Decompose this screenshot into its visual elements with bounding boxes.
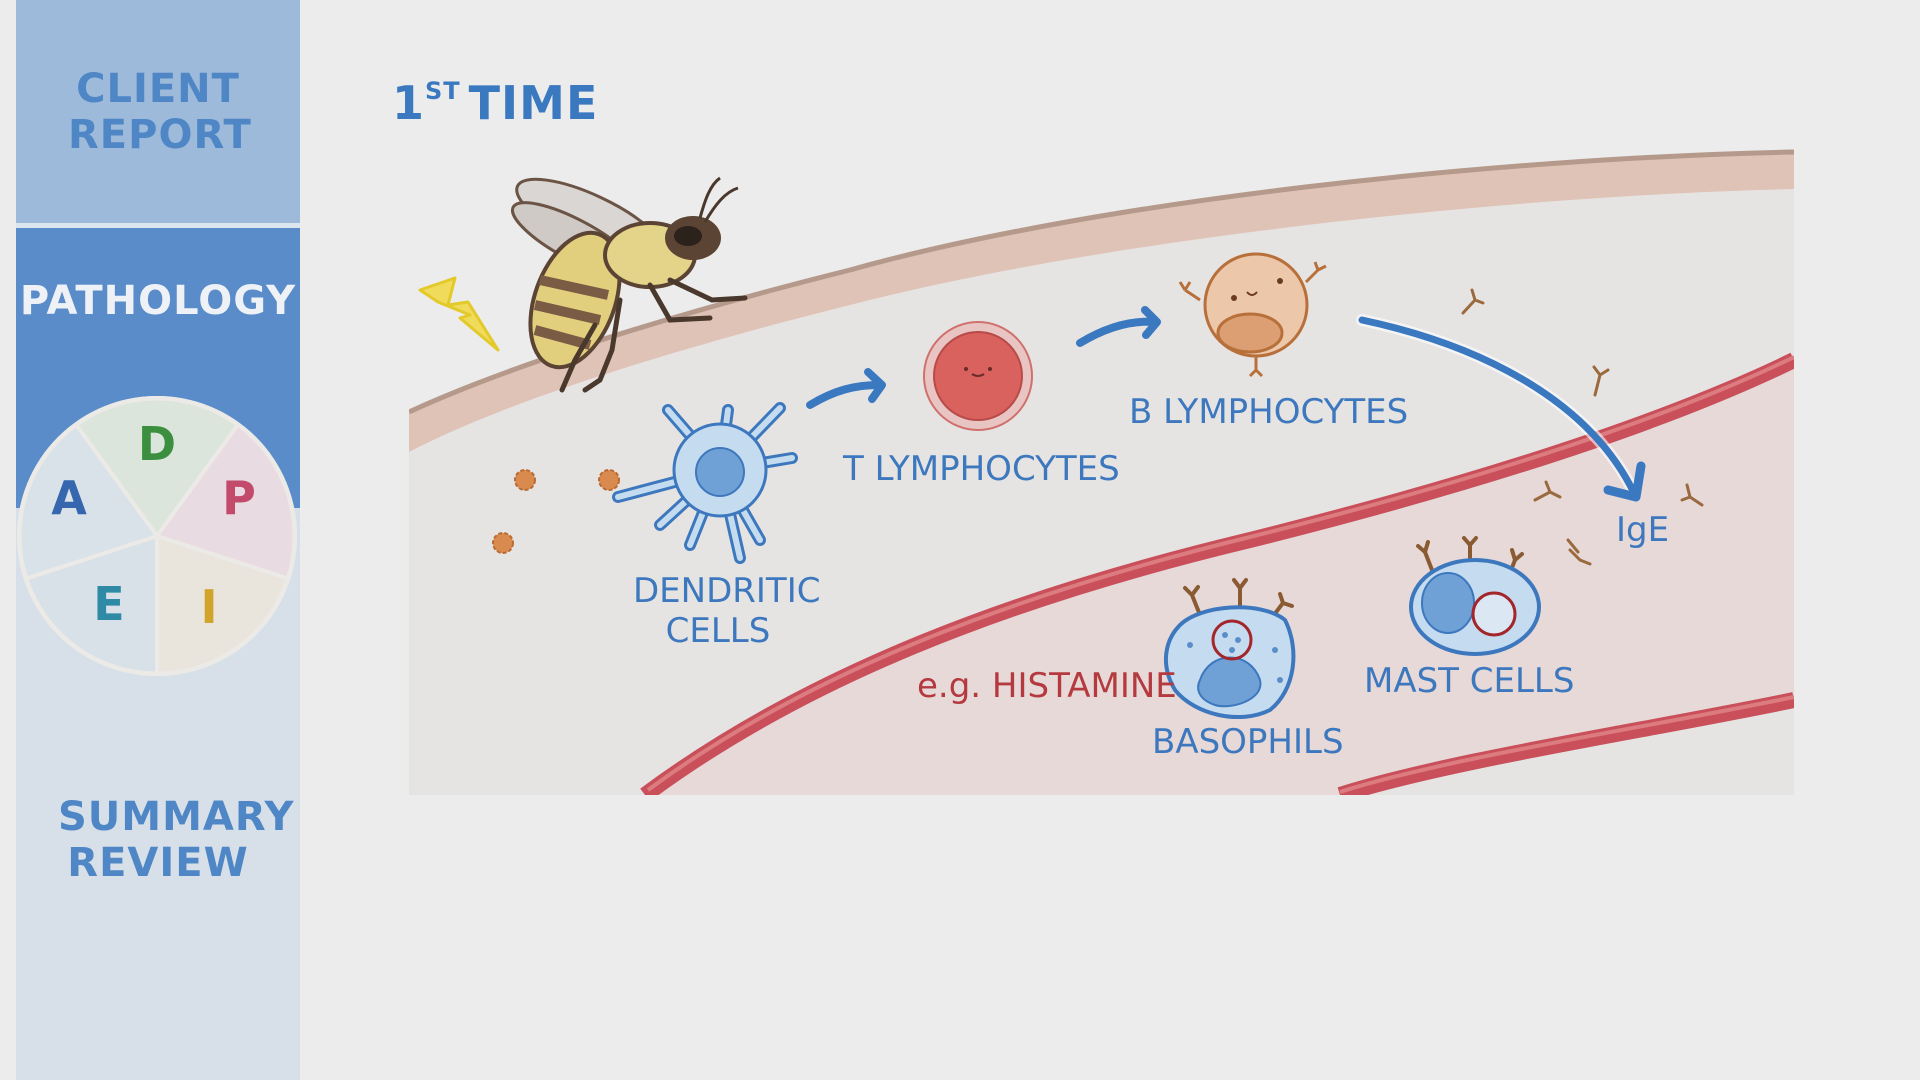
label-histamine: e.g. HISTAMINE xyxy=(917,666,1177,706)
sidebar-divider xyxy=(16,223,300,228)
client-report-label: CLIENT REPORT xyxy=(68,65,252,158)
allergy-diagram xyxy=(409,148,1794,795)
summary-review-label: SUMMARY REVIEW xyxy=(58,794,295,886)
bee-illustration xyxy=(510,176,748,393)
label-dendritic-cells: DENDRITIC CELLS xyxy=(633,571,821,651)
title-ordinal: ST xyxy=(425,77,461,105)
illustration-panel: DENDRITIC CELLS T LYMPHOCYTES B LYMPHOCY… xyxy=(409,148,1794,795)
pathology-label: PATHOLOGY xyxy=(19,278,297,324)
label-t-lymphocytes: T LYMPHOCYTES xyxy=(843,449,1120,489)
pie-letter-i: I xyxy=(200,580,217,634)
basophil-cell xyxy=(1163,578,1296,719)
skin-layer xyxy=(409,152,1794,452)
ige-antibodies xyxy=(1461,288,1704,566)
title-number: 1 xyxy=(392,76,426,130)
arrow-dendritic-to-t xyxy=(806,368,886,409)
label-mast-cells: MAST CELLS xyxy=(1364,661,1575,701)
arrow-b-to-ige xyxy=(1356,314,1646,502)
sidebar-item-client-report[interactable]: CLIENT REPORT xyxy=(16,0,300,223)
pie-letter-p: P xyxy=(222,471,256,525)
blood-vessel xyxy=(645,360,1794,795)
label-dendritic-line2: CELLS xyxy=(665,611,771,651)
pie-letter-a: A xyxy=(51,471,87,525)
dendritic-cell xyxy=(612,402,798,564)
sidebar-item-summary-review[interactable]: SUMMARY REVIEW xyxy=(16,780,300,900)
allergen-particles xyxy=(492,469,620,554)
pie-letter-d: D xyxy=(138,417,176,471)
label-dendritic-line1: DENDRITIC xyxy=(633,571,821,611)
title-text: TIME xyxy=(468,76,599,130)
label-basophils: BASOPHILS xyxy=(1152,722,1344,762)
lightning-icon xyxy=(418,276,500,352)
dpiea-wheel: D P I E A xyxy=(17,396,297,676)
mast-cell xyxy=(1409,536,1541,656)
arrow-t-to-b xyxy=(1076,306,1161,347)
t-lymphocyte-cell xyxy=(923,321,1033,431)
pie-letter-e: E xyxy=(93,577,124,631)
b-lymphocyte-cell xyxy=(1178,252,1327,378)
label-b-lymphocytes: B LYMPHOCYTES xyxy=(1129,392,1409,432)
label-ige: IgE xyxy=(1616,510,1670,550)
